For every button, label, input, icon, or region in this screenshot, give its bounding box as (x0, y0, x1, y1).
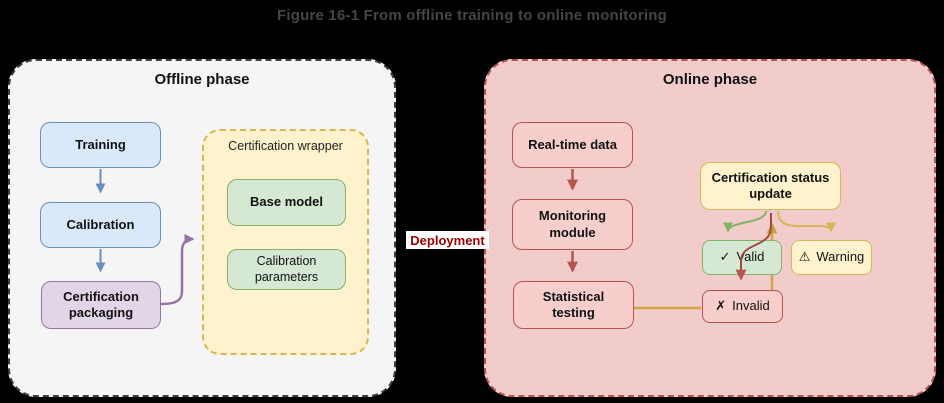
certification-status-update-node: Certification status update (700, 162, 841, 210)
monitoring-module-label: Monitoring module (538, 208, 607, 240)
warning-icon: ⚠ (798, 249, 811, 265)
training-label: Training (75, 136, 126, 152)
certification-status-update-label: Certification status update (711, 169, 830, 201)
warning-node: ⚠ Warning (791, 240, 872, 275)
figure-title: Figure 16-1 From offline training to onl… (277, 7, 667, 24)
invalid-label: Invalid (732, 298, 770, 314)
certification-packaging-label: Certification packaging (63, 288, 139, 320)
valid-label: Valid (736, 249, 765, 265)
warning-label: Warning (816, 249, 865, 265)
certification-packaging-node: Certification packaging (41, 281, 161, 329)
online-phase-title: Online phase (662, 71, 758, 88)
invalid-node: ✗ Invalid (702, 290, 783, 323)
realtime-data-label: Real-time data (528, 136, 617, 152)
calibration-node: Calibration (40, 202, 161, 248)
base-model-node: Base model (227, 179, 346, 226)
deployment-label: Deployment (406, 231, 489, 249)
realtime-data-node: Real-time data (512, 122, 633, 168)
check-icon: ✓ (719, 249, 731, 265)
certification-wrapper-title: Certification wrapper (228, 139, 343, 153)
calibration-label: Calibration (66, 216, 135, 232)
statistical-testing-label: Statistical testing (542, 288, 605, 320)
offline-phase-title: Offline phase (154, 71, 250, 88)
certification-wrapper-container: Certification wrapper (202, 129, 369, 355)
calibration-parameters-node: Calibration parameters (227, 249, 346, 290)
x-icon: ✗ (715, 298, 727, 314)
calibration-parameters-label: Calibration parameters (254, 253, 319, 284)
training-node: Training (40, 122, 161, 168)
monitoring-module-node: Monitoring module (512, 199, 633, 250)
online-phase-panel: Online phase (484, 59, 936, 397)
base-model-label: Base model (250, 194, 323, 210)
valid-node: ✓ Valid (702, 240, 782, 275)
statistical-testing-node: Statistical testing (513, 281, 634, 329)
